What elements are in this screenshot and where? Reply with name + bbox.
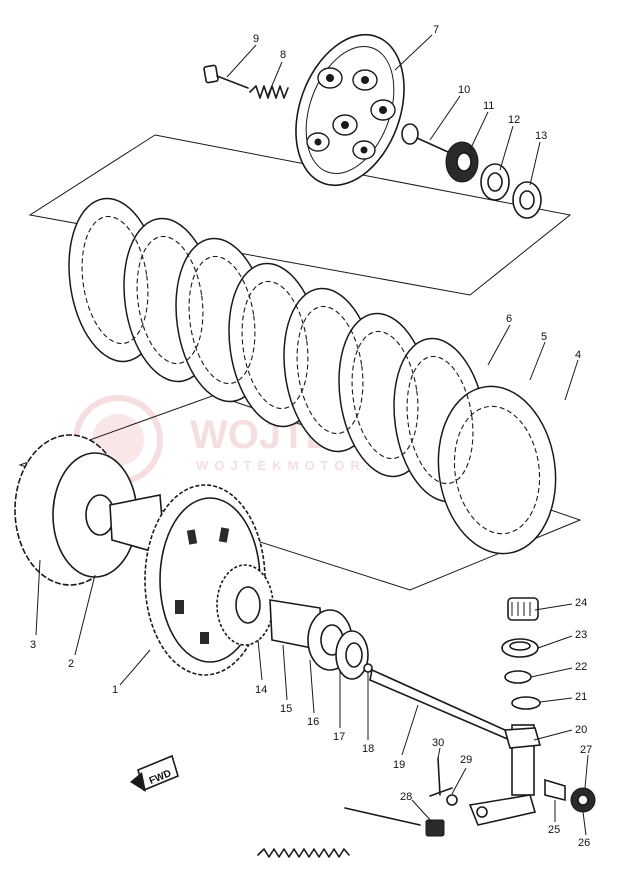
callout-2: 2 [68, 658, 74, 670]
callout-20: 20 [575, 724, 587, 736]
callout-8: 8 [280, 49, 286, 61]
callout-13: 13 [535, 130, 547, 142]
callout-22: 22 [575, 661, 587, 673]
callout-30: 30 [432, 737, 444, 749]
callout-15: 15 [280, 703, 292, 715]
callout-23: 23 [575, 629, 587, 641]
callout-16: 16 [307, 716, 319, 728]
pressure-plate-group [28, 33, 572, 296]
push-lever-group [257, 597, 596, 858]
callout-11: 11 [483, 100, 494, 112]
callout-28: 28 [400, 791, 412, 803]
callout-27: 27 [580, 744, 592, 756]
callout-14: 14 [255, 684, 267, 696]
callout-10: 10 [458, 84, 470, 96]
callout-17: 17 [333, 731, 345, 743]
callout-numbers: 1 2 3 4 5 6 7 8 9 10 11 12 13 14 15 16 1… [30, 24, 592, 849]
callout-18: 18 [362, 743, 374, 755]
leader-lines [35, 34, 589, 836]
callout-24: 24 [575, 597, 587, 609]
callout-7: 7 [433, 24, 439, 36]
callout-29: 29 [460, 754, 472, 766]
callout-12: 12 [508, 114, 520, 126]
callout-6: 6 [506, 313, 512, 325]
callout-3: 3 [30, 639, 36, 651]
callout-1: 1 [112, 684, 118, 696]
callout-9: 9 [253, 33, 259, 45]
callout-21: 21 [575, 691, 587, 703]
clutch-plate-stack [18, 197, 582, 591]
callout-4: 4 [575, 349, 581, 361]
fwd-arrow: FWD [130, 754, 179, 792]
callout-5: 5 [541, 331, 547, 343]
watermark-sub: WOJTEKMOTOR.PL [196, 458, 404, 473]
callout-19: 19 [393, 759, 405, 771]
callout-26: 26 [578, 837, 590, 849]
clutch-housing-group [14, 434, 373, 680]
callout-25: 25 [548, 824, 560, 836]
